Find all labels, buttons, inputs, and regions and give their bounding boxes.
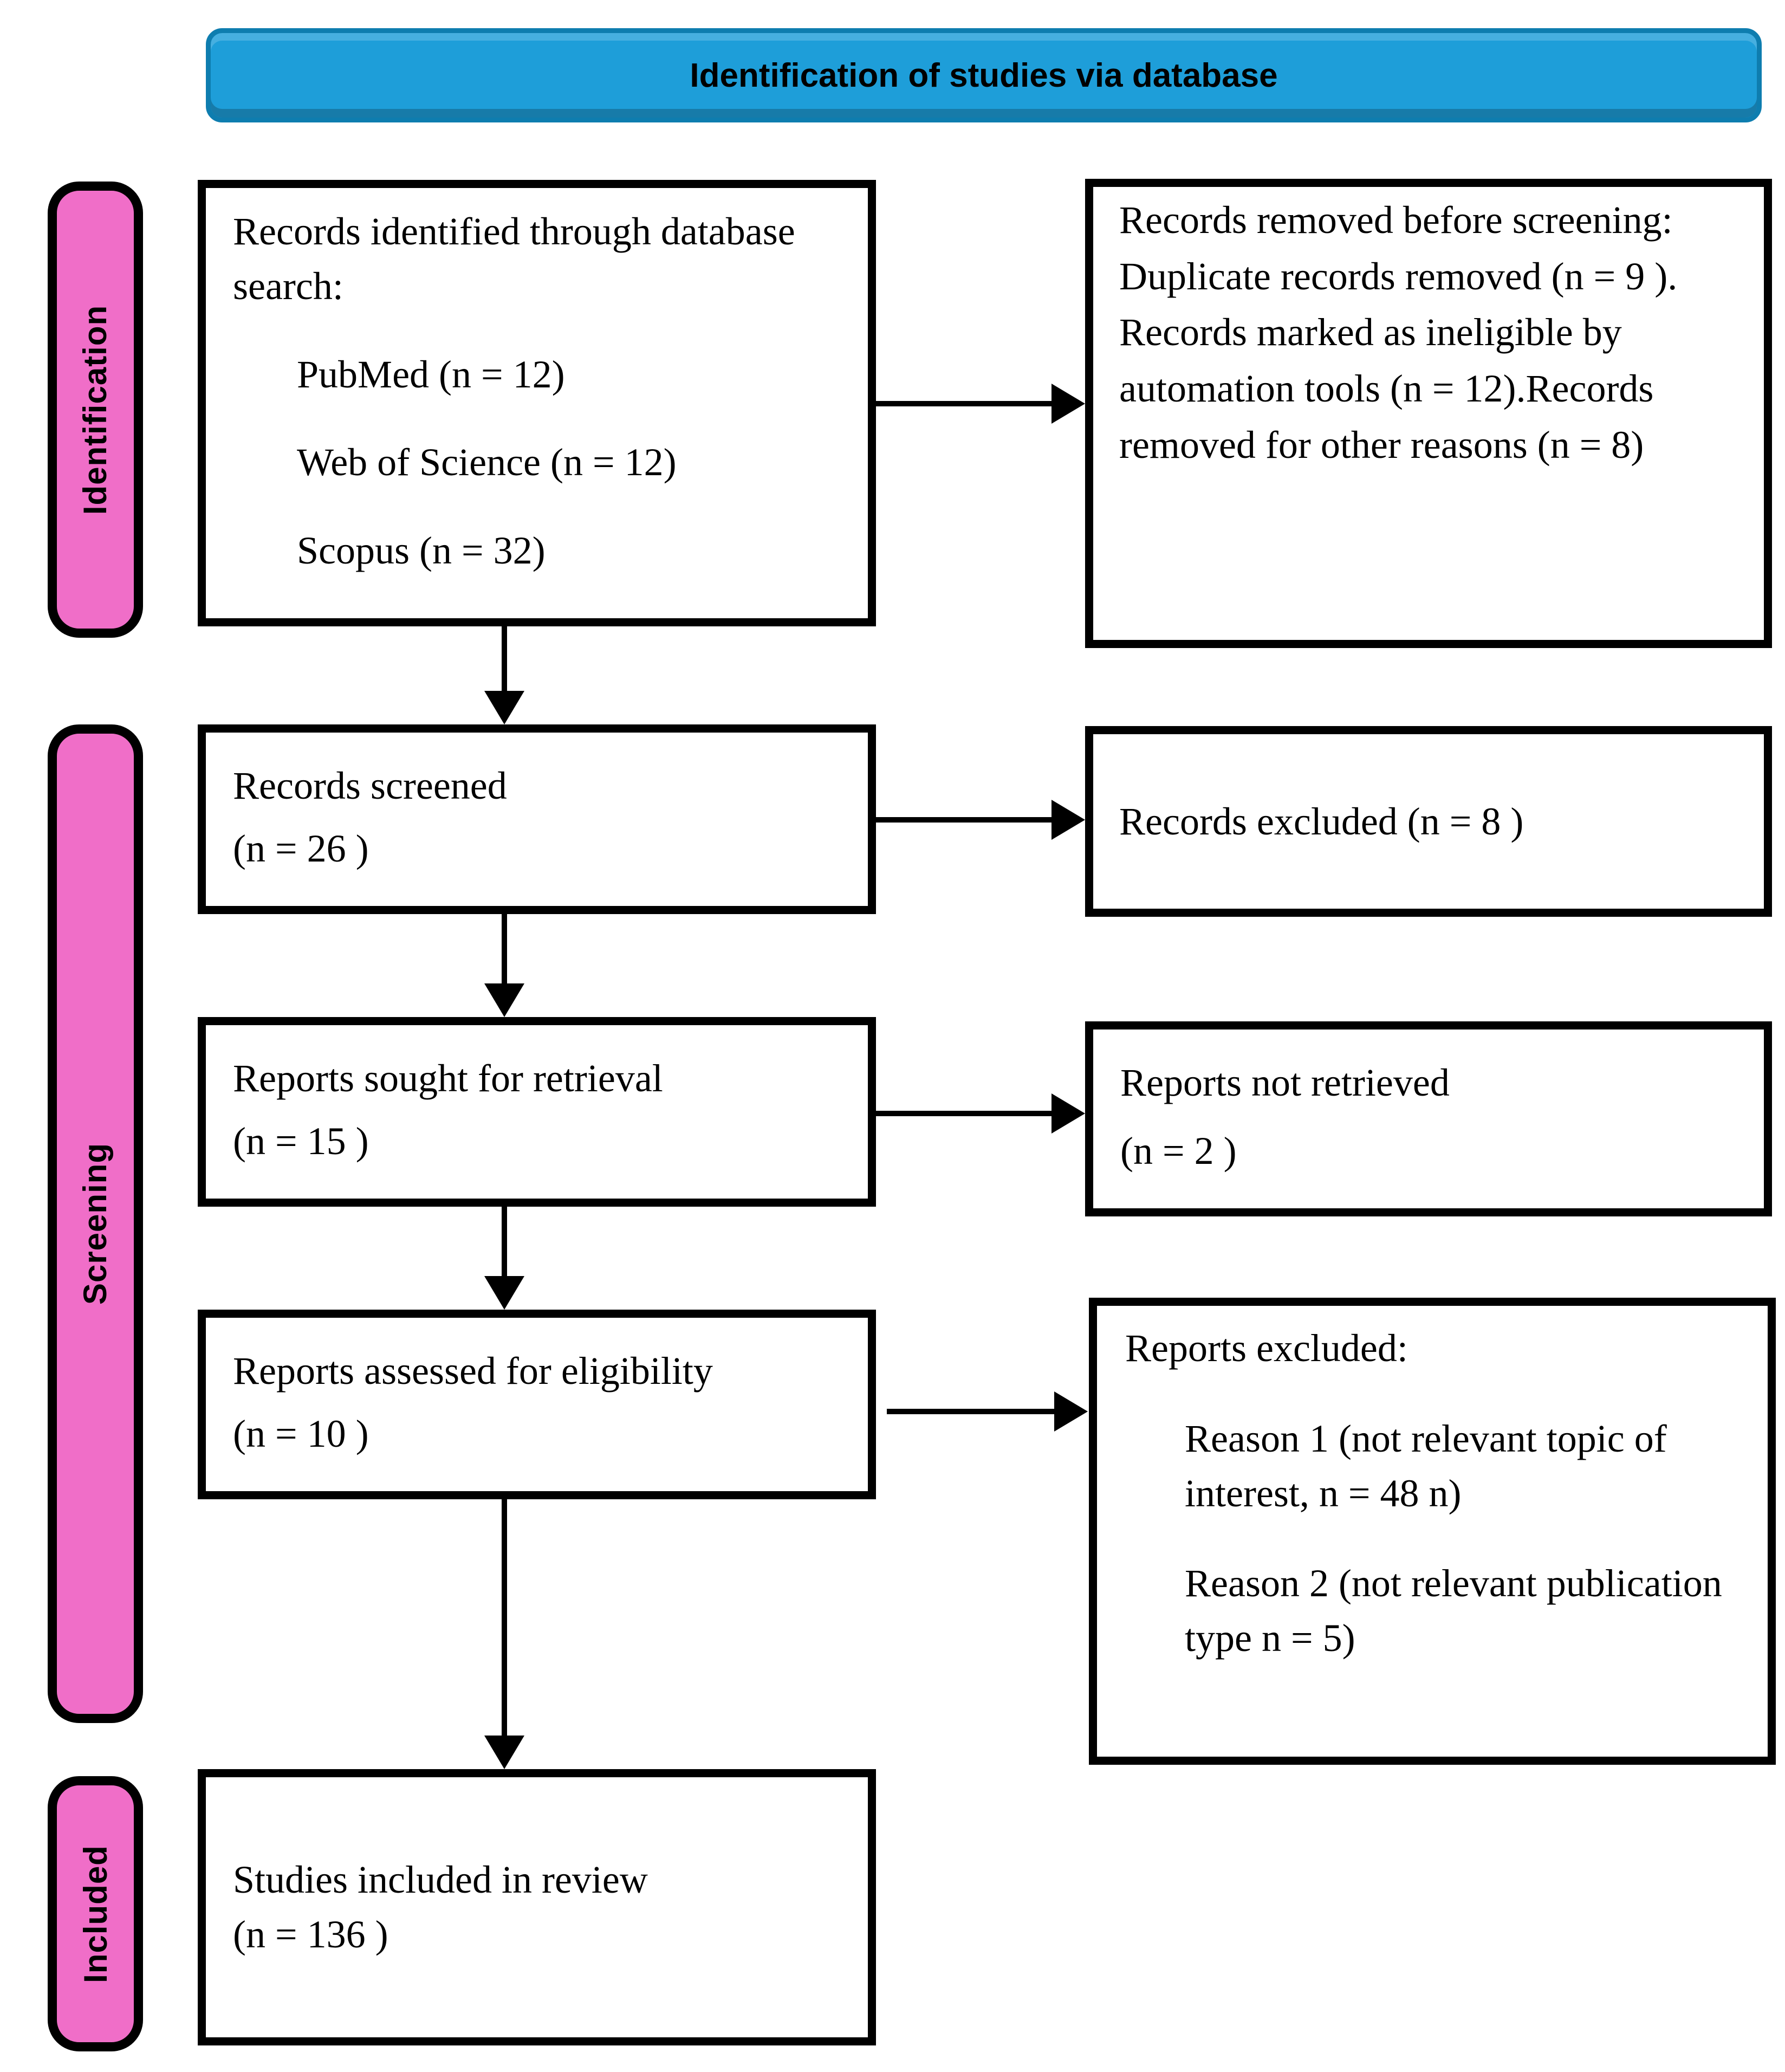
reports-assessed-title: Reports assessed for eligibility bbox=[233, 1349, 713, 1393]
arrow-line-identified-to-screened bbox=[502, 625, 507, 692]
arrow-line-assessed-to-included bbox=[502, 1499, 507, 1737]
records-removed-line-2: Duplicate records removed (n = 9 ). bbox=[1119, 254, 1678, 298]
records-identified-item-pubmed: PubMed (n = 12) bbox=[297, 352, 565, 396]
reports-sought-count: (n = 15 ) bbox=[233, 1119, 369, 1163]
reports-not-retrieved-count: (n = 2 ) bbox=[1120, 1129, 1237, 1173]
records-identified-item-wos: Web of Science (n = 12) bbox=[297, 441, 677, 484]
box-reports-excluded: Reports excluded: Reason 1 (not relevant… bbox=[1089, 1298, 1776, 1765]
arrow-line-identified-to-removed bbox=[876, 401, 1053, 406]
box-reports-not-retrieved: Reports not retrieved (n = 2 ) bbox=[1085, 1021, 1772, 1216]
arrow-line-screened-to-sought bbox=[502, 914, 507, 985]
records-screened-count: (n = 26 ) bbox=[233, 827, 369, 871]
box-reports-assessed: Reports assessed for eligibility (n = 10… bbox=[198, 1310, 876, 1499]
diagram-title: Identification of studies via database bbox=[690, 56, 1278, 94]
reports-not-retrieved-title: Reports not retrieved bbox=[1120, 1061, 1450, 1104]
arrowhead-assessed-to-included bbox=[484, 1736, 524, 1769]
records-screened-title: Records screened bbox=[233, 764, 507, 807]
arrowhead-screened-to-sought bbox=[484, 983, 524, 1017]
records-identified-item-scopus: Scopus (n = 32) bbox=[297, 529, 546, 573]
reports-sought-title: Reports sought for retrieval bbox=[233, 1057, 663, 1100]
arrowhead-sought-to-assessed bbox=[484, 1276, 524, 1310]
arrowhead-assessed-to-excluded bbox=[1054, 1391, 1088, 1432]
stage-label-identification-text: Identification bbox=[77, 305, 114, 515]
records-identified-heading: Records identified through database sear… bbox=[233, 210, 795, 308]
records-removed-line-1: Records removed before screening: bbox=[1119, 198, 1673, 242]
stage-label-identification: Identification bbox=[48, 182, 143, 638]
arrow-line-assessed-to-excluded bbox=[887, 1409, 1055, 1414]
arrowhead-screened-to-excluded bbox=[1051, 800, 1085, 840]
studies-included-title: Studies included in review bbox=[233, 1858, 648, 1902]
box-records-removed: Records removed before screening: Duplic… bbox=[1085, 179, 1772, 648]
reports-assessed-count: (n = 10 ) bbox=[233, 1412, 369, 1456]
stage-label-screening-text: Screening bbox=[77, 1142, 114, 1305]
records-excluded-title: Records excluded (n = 8 ) bbox=[1119, 799, 1524, 843]
arrowhead-identified-to-screened bbox=[484, 691, 524, 724]
reports-excluded-reason-1: Reason 1 (not relevant topic of interest… bbox=[1185, 1416, 1667, 1515]
box-reports-sought: Reports sought for retrieval (n = 15 ) bbox=[198, 1017, 876, 1207]
box-records-screened: Records screened (n = 26 ) bbox=[198, 724, 876, 914]
stage-label-screening: Screening bbox=[48, 724, 143, 1723]
box-records-identified: Records identified through database sear… bbox=[198, 180, 876, 626]
arrowhead-identified-to-removed bbox=[1051, 384, 1085, 424]
reports-excluded-reason-2: Reason 2 (not relevant publication type … bbox=[1185, 1562, 1722, 1660]
studies-included-count: (n = 136 ) bbox=[233, 1913, 388, 1956]
arrowhead-sought-to-not-retrieved bbox=[1051, 1093, 1085, 1134]
box-studies-included: Studies included in review (n = 136 ) bbox=[198, 1769, 876, 2045]
diagram-title-banner: Identification of studies via database bbox=[206, 28, 1762, 122]
arrow-line-screened-to-excluded bbox=[876, 817, 1053, 823]
arrow-line-sought-to-not-retrieved bbox=[876, 1111, 1053, 1116]
stage-label-included: Included bbox=[48, 1776, 143, 2051]
reports-excluded-heading: Reports excluded: bbox=[1125, 1326, 1408, 1370]
box-records-excluded: Records excluded (n = 8 ) bbox=[1085, 726, 1772, 917]
arrow-line-sought-to-assessed bbox=[502, 1207, 507, 1277]
stage-label-included-text: Included bbox=[77, 1844, 114, 1983]
records-removed-line-3: Records marked as ineligible by automati… bbox=[1119, 310, 1654, 467]
